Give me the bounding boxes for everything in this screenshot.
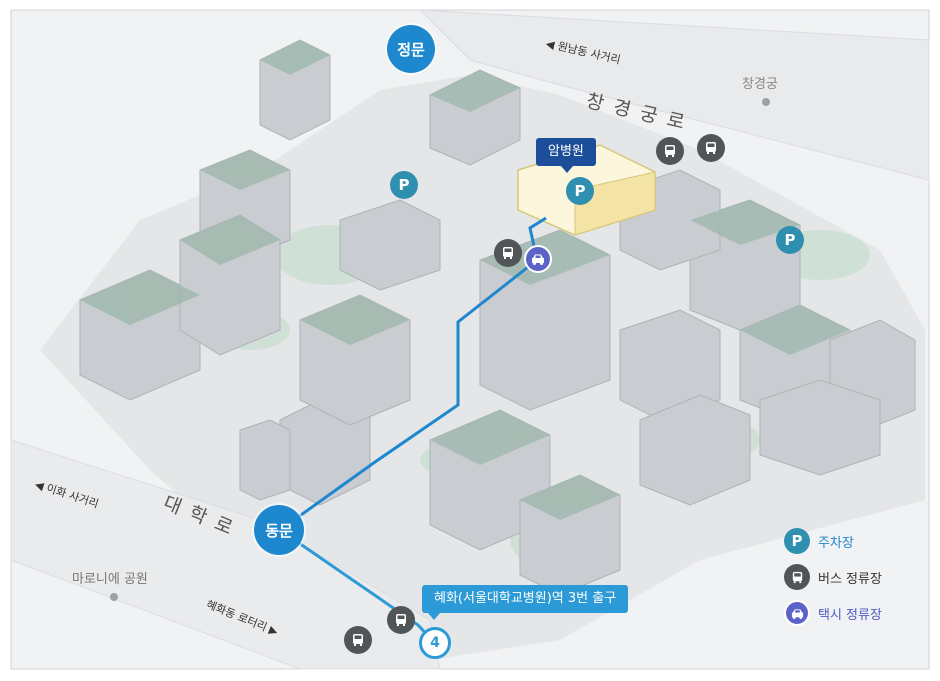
taxi-stop-marker[interactable] (524, 245, 552, 273)
parking-icon: P (784, 528, 810, 554)
bus-stop-marker-2[interactable] (697, 134, 725, 162)
east-gate-marker[interactable]: 동문 (254, 505, 304, 555)
legend-label-bus: 버스 정류장 (818, 571, 882, 587)
legend-item-parking: P 주차장 (784, 528, 882, 554)
parking-marker-main-gate[interactable]: P (390, 171, 418, 199)
place-label-changgyeonggung: 창경궁 (742, 77, 778, 92)
changgyeonggung-road (418, 9, 930, 181)
main-gate-marker[interactable]: 정문 (387, 25, 435, 73)
taxi-icon (532, 254, 544, 265)
place-label-marronnier-park: 마로니에 공원 (72, 572, 148, 587)
bus-stop-marker-4[interactable] (387, 606, 415, 634)
bus-stop-marker-1[interactable] (656, 137, 684, 165)
legend-item-taxi: 택시 정류장 (784, 600, 882, 626)
bus-stop-marker-3[interactable] (494, 239, 522, 267)
bus-icon (706, 142, 716, 154)
subway-exit-number-marker[interactable]: 4 (419, 627, 451, 659)
cancer-hospital-callout[interactable]: 암병원 (536, 138, 596, 166)
subway-exit-callout-pointer (428, 613, 440, 620)
taxi-icon (784, 600, 810, 626)
legend-label-parking: 주차장 (818, 535, 854, 551)
bus-stop-marker-5[interactable] (344, 626, 372, 654)
route-east-gate-to-cancer-hospital (279, 216, 547, 532)
bus-icon (353, 634, 363, 646)
changgyeonggung-dot (762, 98, 770, 106)
parking-marker-east[interactable]: P (776, 226, 804, 254)
legend-label-taxi: 택시 정류장 (818, 607, 882, 623)
legend-item-bus: 버스 정류장 (784, 564, 882, 590)
buildings (79, 39, 916, 596)
bus-icon (396, 614, 406, 626)
map-legend: P 주차장 버스 정류장 택시 정류장 (784, 528, 882, 636)
bus-icon (784, 564, 810, 590)
marronnier-park-dot (110, 593, 118, 601)
bus-icon (665, 145, 675, 157)
bus-icon (503, 247, 513, 259)
parking-marker-cancer-hospital[interactable]: P (566, 177, 594, 205)
cancer-hospital-callout-pointer (561, 166, 573, 173)
subway-exit-callout[interactable]: 혜화(서울대학교병원)역 3번 출구 (422, 585, 629, 613)
